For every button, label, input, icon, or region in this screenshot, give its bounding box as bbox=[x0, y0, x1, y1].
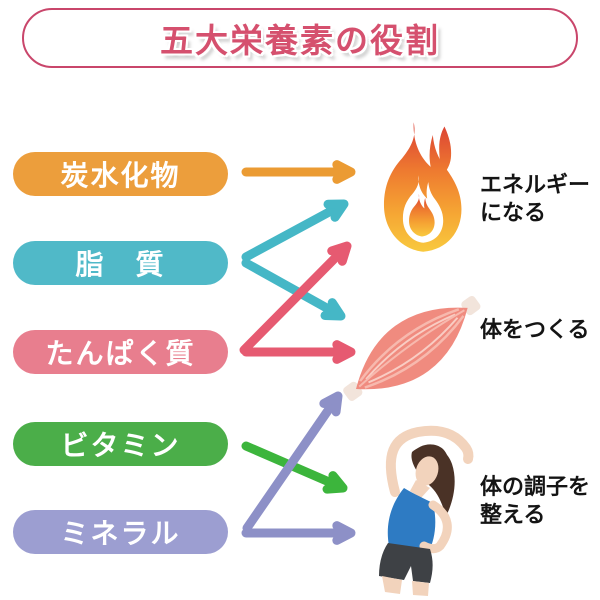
role-condition-line1: 体の調子を bbox=[480, 475, 591, 500]
nutrient-pill-carbohydrates: 炭水化物 bbox=[13, 152, 228, 196]
nutrient-pill-minerals: ミネラル bbox=[13, 510, 228, 554]
nutrient-label-carbohydrates: 炭水化物 bbox=[60, 159, 181, 192]
arrow-fat-to-energy bbox=[241, 199, 349, 262]
nutrient-pill-protein: たんぱく質 bbox=[13, 330, 228, 374]
muscle-icon bbox=[343, 295, 481, 401]
role-label-body: 体をつくる bbox=[480, 317, 590, 345]
arrow-layer bbox=[239, 160, 356, 545]
nutrient-label-vitamins: ビタミン bbox=[60, 429, 181, 462]
title-box: 五大栄養素の役割 bbox=[22, 8, 578, 68]
flame-icon bbox=[383, 122, 462, 252]
arrow-protein-to-energy bbox=[239, 241, 352, 355]
nutrient-pill-vitamins: ビタミン bbox=[13, 422, 228, 466]
nutrient-label-protein: たんぱく質 bbox=[45, 337, 196, 370]
stretching-person-icon bbox=[379, 425, 474, 596]
page-title: 五大栄養素の役割 bbox=[160, 21, 440, 60]
nutrient-label-minerals: ミネラル bbox=[60, 517, 181, 550]
nutrient-label-fat: 脂 質 bbox=[75, 248, 166, 281]
nutrient-pill-fat: 脂 質 bbox=[13, 241, 228, 285]
role-condition-line2: 整える bbox=[480, 503, 546, 528]
arrow-carbohydrates-to-energy bbox=[241, 160, 356, 184]
role-energy-line2: になる bbox=[480, 201, 547, 226]
arrow-protein-to-body bbox=[241, 340, 356, 364]
arrow-minerals-to-body bbox=[242, 391, 343, 533]
role-label-energy: エネルギー になる bbox=[480, 172, 590, 228]
role-energy-line1: エネルギー bbox=[480, 173, 591, 198]
arrow-fat-to-body bbox=[241, 258, 346, 321]
role-body-line1: 体をつくる bbox=[480, 318, 590, 343]
arrow-minerals-to-condition bbox=[241, 521, 356, 545]
role-label-condition: 体の調子を 整える bbox=[480, 474, 590, 530]
